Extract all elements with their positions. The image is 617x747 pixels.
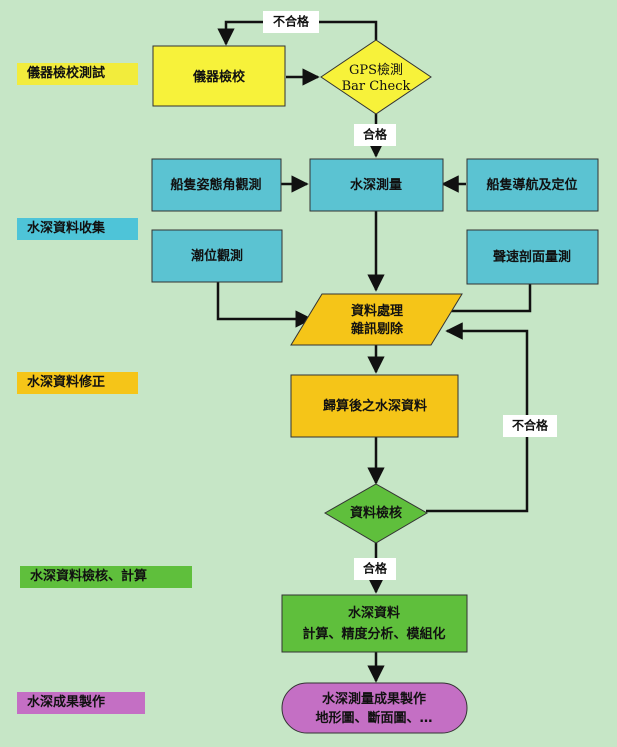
node-check: 資料檢核	[324, 483, 428, 544]
node-attitude-label: 船隻姿態角觀測	[170, 177, 261, 193]
node-calibration: 儀器檢校	[152, 45, 286, 107]
node-check-label: 資料檢核	[350, 505, 402, 521]
edge-label-pass-check: 合格	[363, 561, 388, 576]
node-gps-check: GPS檢測 Bar Check	[320, 39, 432, 115]
node-reduced: 歸算後之水深資料	[290, 374, 459, 438]
node-processing: 資料處理 雜訊剔除	[290, 293, 463, 346]
lane-label-check-compute: 水深資料檢核、計算	[20, 566, 192, 588]
edge-labels: 不合格 合格 不合格 合格	[263, 11, 557, 580]
lane-label-collection: 水深資料收集	[17, 218, 138, 240]
node-sound-speed-label: 聲速剖面量測	[493, 249, 571, 265]
edge-soundspeed-to-processing	[444, 284, 532, 313]
node-navigation: 船隻導航及定位	[466, 158, 599, 212]
node-attitude: 船隻姿態角觀測	[151, 158, 282, 212]
edge-label-pass-gps: 合格	[363, 127, 388, 142]
node-tide-label: 潮位觀測	[191, 248, 243, 264]
edge-tide-to-processing	[216, 282, 313, 328]
node-depth-survey: 水深測量	[309, 158, 444, 212]
edge-label-fail-check: 不合格	[512, 418, 549, 433]
node-tide: 潮位觀測	[151, 229, 283, 283]
node-processing-label-1: 資料處理	[351, 303, 403, 319]
lane-label-calibration: 儀器檢校測試	[17, 63, 138, 85]
node-compute-label-2: 計算、精度分析、模組化	[302, 626, 445, 642]
edges	[216, 20, 532, 683]
lane-label-correction: 水深資料修正	[17, 372, 138, 394]
node-reduced-label: 歸算後之水深資料	[323, 398, 427, 414]
lane-label-products: 水深成果製作	[17, 692, 145, 714]
node-sound-speed: 聲速剖面量測	[466, 229, 599, 285]
node-products: 水深測量成果製作 地形圖、斷面圖、…	[281, 682, 468, 734]
node-products-label-2: 地形圖、斷面圖、…	[315, 710, 432, 726]
nodes: 儀器檢校 GPS檢測 Bar Check 船隻姿態角觀測 水深測量 船隻導航及定…	[151, 39, 599, 734]
node-compute: 水深資料 計算、精度分析、模組化	[281, 594, 468, 653]
node-gps-check-label-2: Bar Check	[342, 79, 411, 94]
node-navigation-label: 船隻導航及定位	[486, 177, 577, 193]
node-calibration-label: 儀器檢校	[192, 69, 246, 85]
node-processing-label-2: 雜訊剔除	[351, 321, 404, 337]
node-compute-label-1: 水深資料	[348, 605, 400, 621]
edge-label-fail-top: 不合格	[273, 14, 310, 29]
node-depth-survey-label: 水深測量	[350, 177, 402, 193]
node-gps-check-label-1: GPS檢測	[349, 62, 403, 78]
node-products-label-1: 水深測量成果製作	[322, 691, 426, 707]
